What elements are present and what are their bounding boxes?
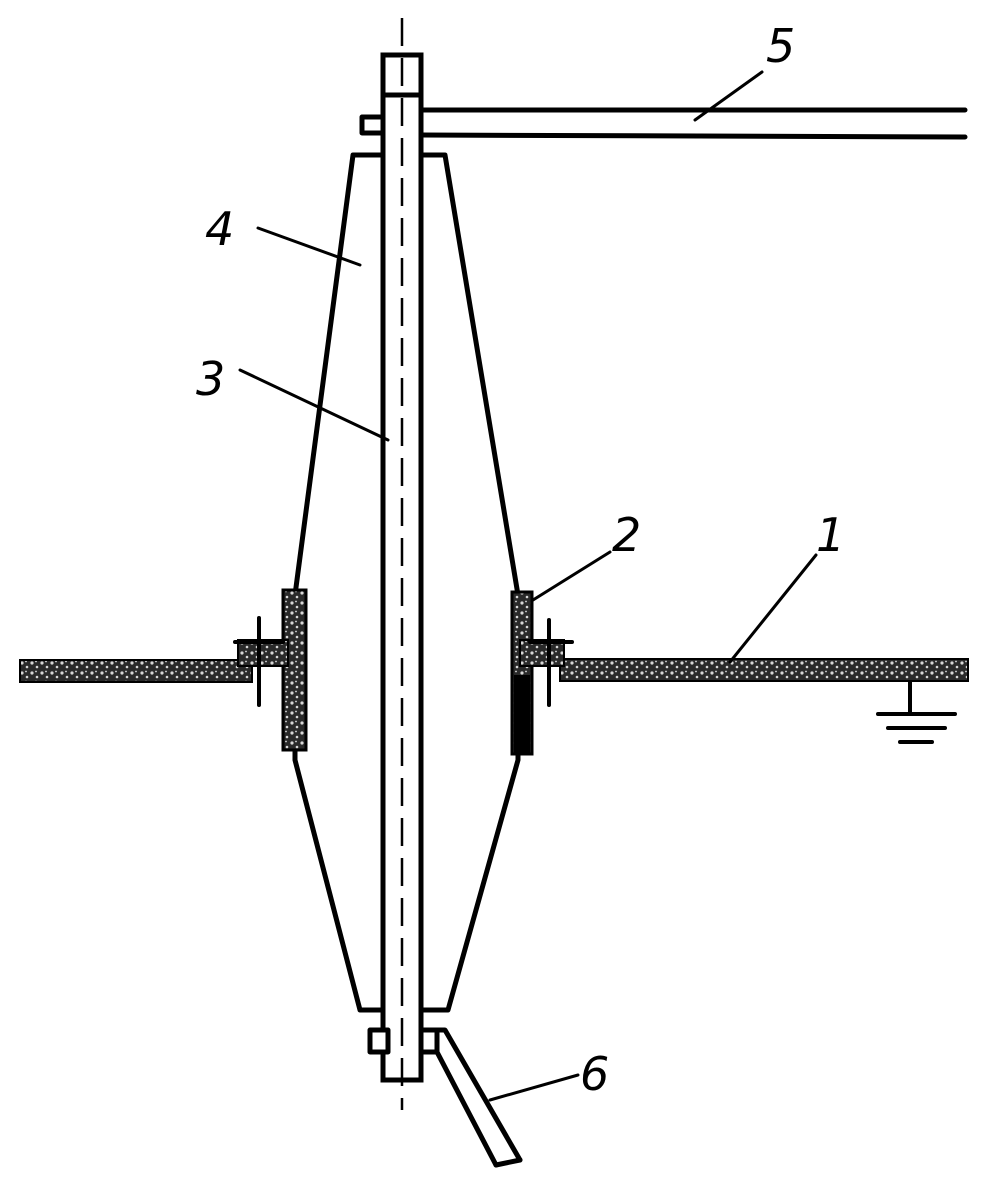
wall-plate — [19, 658, 969, 683]
ground-symbol — [876, 680, 957, 744]
leader-lines — [238, 70, 818, 1102]
label-4: 4 — [205, 202, 234, 256]
mounting-flange — [237, 588, 565, 756]
flange-bolts — [233, 616, 574, 707]
label-6: 6 — [580, 1047, 609, 1101]
label-1: 1 — [816, 508, 845, 562]
label-5: 5 — [766, 19, 795, 73]
top-lead — [359, 107, 968, 140]
label-3: 3 — [196, 352, 225, 406]
label-2: 2 — [612, 508, 641, 562]
conductor-rod — [380, 18, 424, 1110]
bottom-lead — [367, 1027, 523, 1168]
